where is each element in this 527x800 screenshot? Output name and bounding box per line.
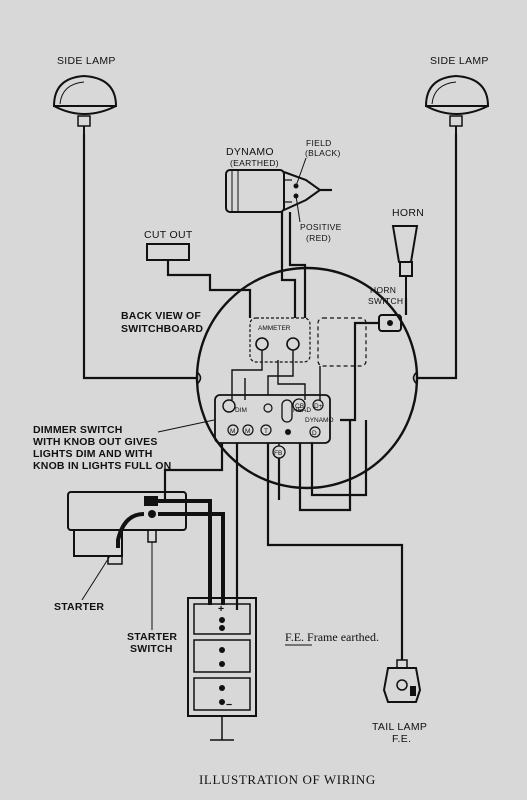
terminal-d-plus-label: D+ — [314, 403, 323, 410]
dimmer-switch-note: DIMMER SWITCH WITH KNOB OUT GIVES LIGHTS… — [33, 419, 215, 472]
field-black-label: (BLACK) — [305, 148, 341, 158]
field-label: FIELD — [306, 138, 332, 148]
wire-side-lamp-left — [82, 134, 197, 380]
back-view-label-1: BACK VIEW OF — [121, 310, 201, 322]
terminal-m2-label: M — [245, 428, 250, 435]
terminal-cb-label: CB — [295, 403, 304, 410]
terminal-m1-label: M — [230, 428, 235, 435]
dynamo: DYNAMO (EARTHED) FIELD (BLACK) POSITIVE … — [225, 138, 342, 243]
wire-cut-out — [166, 260, 252, 318]
dimmer-label-4: KNOB IN LIGHTS FULL ON — [33, 460, 171, 472]
side-lamp-left-label: SIDE LAMP — [57, 55, 116, 67]
positive-label: POSITIVE — [300, 222, 342, 232]
battery-minus-label: − — [226, 699, 232, 711]
horn-switch-label-1: HORN — [370, 285, 396, 295]
wire-starter-battery — [158, 499, 212, 605]
wire-horn-switch — [340, 321, 379, 422]
wire-side-lamp-right — [418, 134, 458, 380]
side-lamp-right: SIDE LAMP — [424, 55, 490, 134]
starter-label: STARTER — [54, 601, 104, 613]
caption: ILLUSTRATION OF WIRING — [199, 772, 376, 787]
battery: + − — [187, 597, 257, 741]
tail-lamp: TAIL LAMP F.E. — [372, 659, 427, 745]
dynamo-earthed-label: (EARTHED) — [230, 158, 279, 168]
battery-plus-label: + — [218, 603, 224, 615]
side-lamp-left: SIDE LAMP — [52, 55, 118, 134]
wire-sb-dynamo — [310, 420, 368, 497]
horn: HORN — [391, 207, 424, 298]
wire-starter-battery-2 — [158, 512, 225, 605]
tail-lamp-label-2: F.E. — [392, 733, 411, 745]
dimmer-label-1: DIMMER SWITCH — [33, 424, 123, 436]
dynamo-label: DYNAMO — [226, 146, 274, 158]
starter: STARTER STARTER SWITCH — [54, 491, 187, 655]
cut-out-label: CUT OUT — [144, 229, 193, 241]
positive-red-label: (RED) — [306, 233, 331, 243]
cut-out: CUT OUT — [144, 229, 193, 261]
side-lamp-right-label: SIDE LAMP — [430, 55, 489, 67]
frame-earthed-label: F.E. Frame earthed. — [285, 630, 379, 644]
dimmer-label-2: WITH KNOB OUT GIVES — [33, 436, 158, 448]
wire-dimmer-out — [163, 443, 224, 500]
terminal-t-label: T — [264, 428, 268, 435]
wire-dynamo-field — [288, 212, 307, 318]
wire-tail-lamp — [266, 443, 404, 660]
ammeter-label: AMMETER — [258, 325, 291, 332]
back-view-label-2: SWITCHBOARD — [121, 323, 203, 335]
terminal-dynamo-label: DYNAMO — [305, 417, 334, 424]
switchboard: BACK VIEW OF SWITCHBOARD AMMETER DIM M M… — [121, 266, 419, 490]
wire-sb-loop — [298, 420, 352, 512]
dimmer-label-3: LIGHTS DIM AND WITH — [33, 448, 152, 460]
terminal-dim-label: DIM — [235, 407, 247, 414]
starter-switch-label-2: SWITCH — [130, 643, 173, 655]
terminal-fb-label: FB — [274, 450, 282, 457]
tail-lamp-label-1: TAIL LAMP — [372, 721, 427, 733]
horn-label: HORN — [392, 207, 424, 219]
terminal-d-label: D — [312, 430, 317, 437]
starter-switch-label-1: STARTER — [127, 631, 177, 643]
wire-dynamo-positive — [280, 212, 297, 318]
